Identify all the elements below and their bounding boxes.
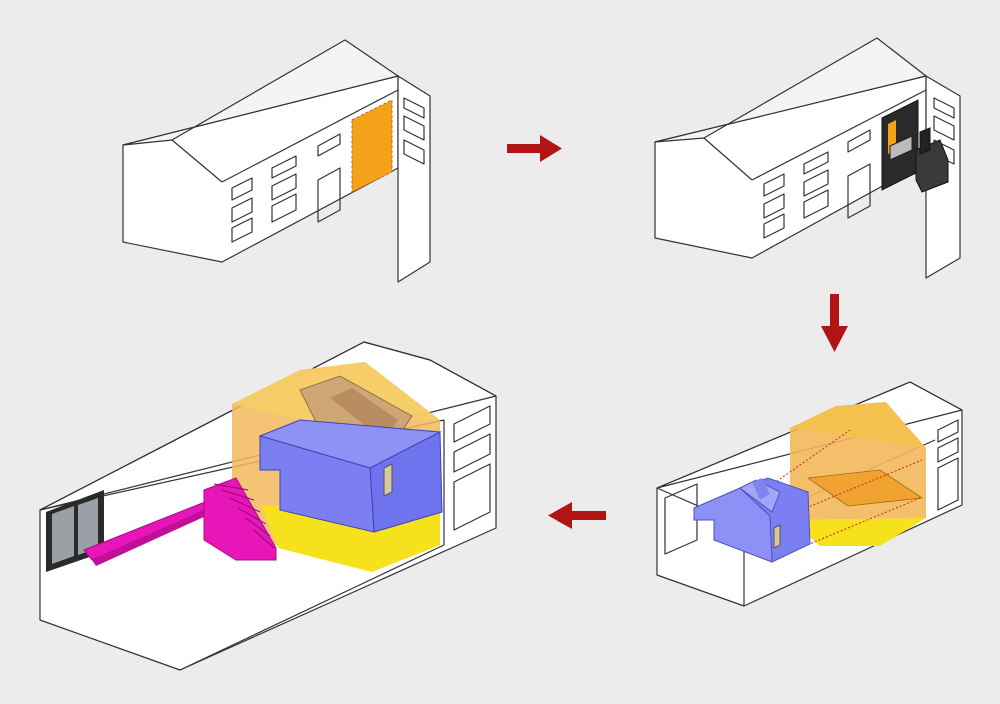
- barn-3-blue-pod: [693, 477, 811, 563]
- barn-1-windows: [231, 97, 425, 243]
- barn-4-window: [46, 490, 104, 572]
- barn-1-roof: [122, 39, 399, 146]
- barn-3-gable-windows: [937, 419, 959, 511]
- barn-3-yellow-floor: [790, 518, 926, 546]
- barn-1-gable-end: [397, 75, 431, 283]
- arrow-down: [821, 294, 848, 352]
- barn-4-gable-windows: [453, 405, 491, 531]
- arrow-right: [507, 135, 562, 162]
- barn-3-mezzanine: [806, 469, 924, 507]
- barn-4-stair: [203, 477, 277, 561]
- barn-4-blue-pod: [258, 419, 443, 533]
- panel-3-pod-insertion: [656, 381, 963, 607]
- barn-3-window: [664, 483, 698, 555]
- barn-2-stair-block: [915, 139, 949, 193]
- panel-1-barn-existing: [122, 39, 431, 283]
- panel-4-final-interior: [39, 341, 497, 671]
- barn-1-highlighted-bay: [351, 99, 393, 193]
- arrow-left: [548, 502, 606, 529]
- barn-2-roof: [654, 37, 927, 143]
- barn-3-guide-lines: [769, 429, 923, 549]
- panel-2-barn-insert: [654, 37, 961, 279]
- barn-2-box: [889, 135, 913, 161]
- barn-2-windows: [763, 97, 955, 239]
